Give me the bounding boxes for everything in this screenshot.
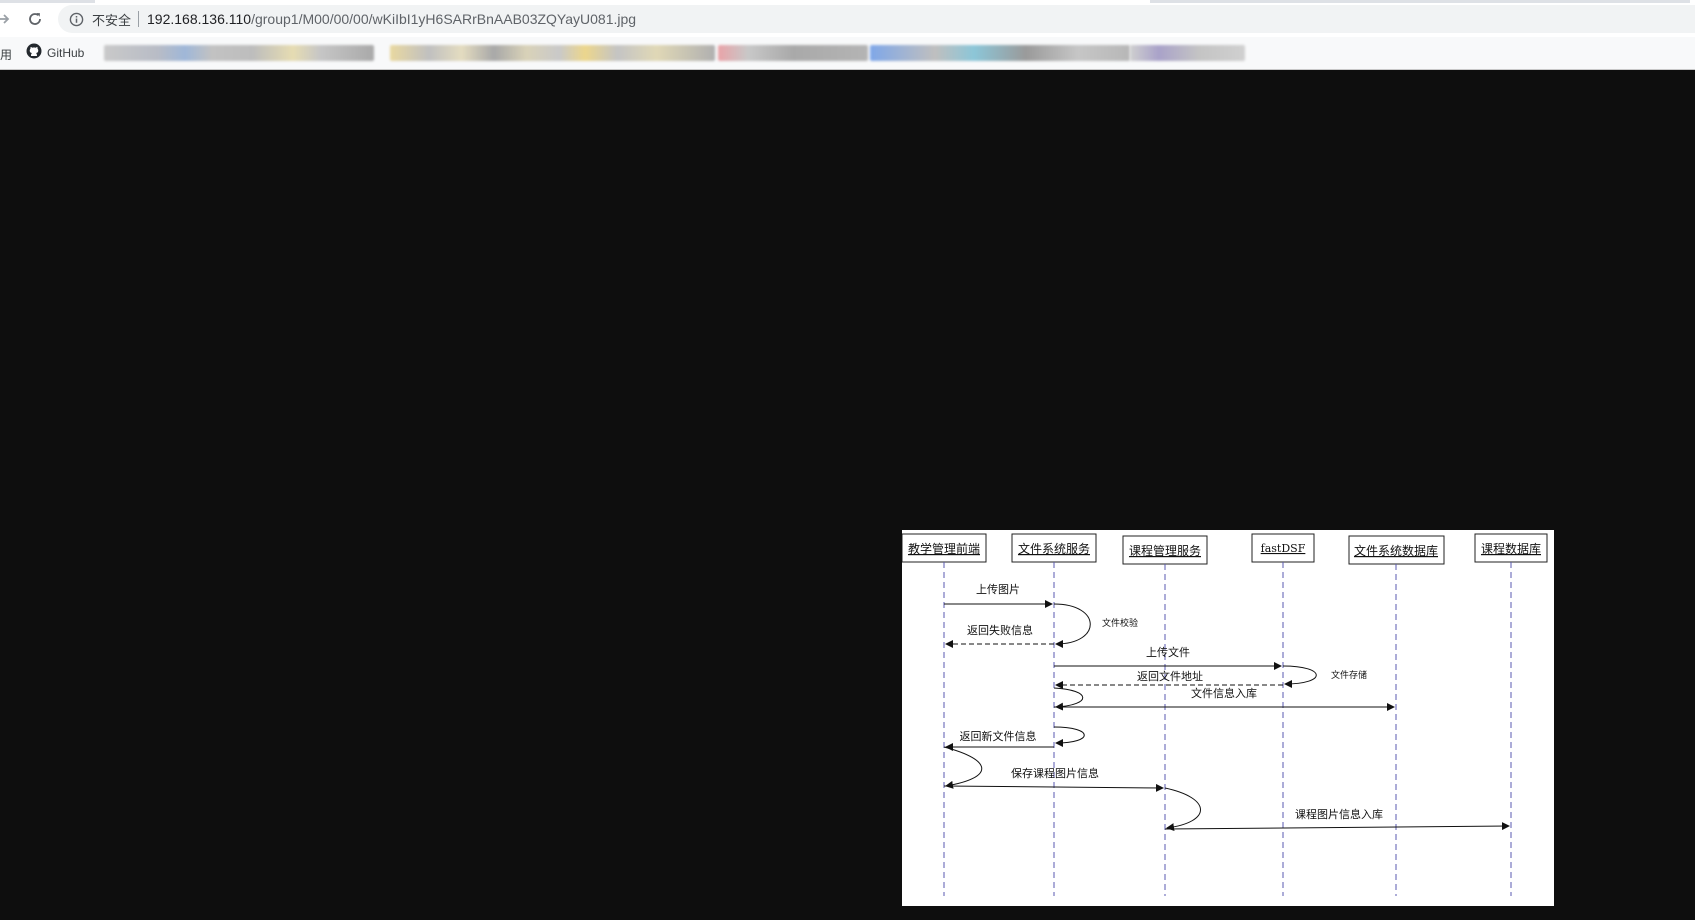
participant-label: 课程数据库 (1481, 541, 1541, 556)
participant-box: 课程管理服务 (1122, 535, 1208, 565)
url-host: 192.168.136.110 (147, 11, 252, 27)
self-loop-arrow (1053, 687, 1084, 711)
message-label: 返回新文件信息 (960, 729, 1037, 743)
message-label: 上传图片 (976, 583, 1020, 596)
self-loop-arrow (1164, 787, 1201, 832)
message-arrow (943, 783, 1164, 792)
message-label: 保存课程图片信息 (1011, 766, 1099, 780)
lifelines (943, 562, 1512, 896)
participant-box: 教学管理前端 (902, 533, 987, 563)
bookmark-apps[interactable]: 用 (0, 48, 13, 62)
bookmarks-bar: 用 GitHub (0, 37, 1695, 70)
participant-box: 文件系统数据库 (1348, 535, 1445, 565)
self-loop-arrow (1053, 726, 1085, 747)
participant-box: fastDSF (1251, 533, 1315, 563)
address-bar[interactable]: 不安全 192.168.136.110/group1/M00/00/00/wKi… (58, 5, 1695, 33)
participant-label: 文件系统数据库 (1354, 543, 1438, 558)
bookmark-item-blurred[interactable] (718, 45, 868, 61)
message-label: 文件校验 (1102, 617, 1138, 629)
github-icon (26, 43, 42, 63)
self-loop-arrow (943, 746, 983, 789)
bookmark-item-blurred[interactable] (104, 45, 374, 61)
participant-label: fastDSF (1261, 542, 1306, 555)
browser-toolbar: 不安全 192.168.136.110/group1/M00/00/00/wKi… (0, 0, 1695, 37)
displayed-image[interactable]: 教学管理前端 文件系统服务 课程管理服务 fastDSF 文件系统数据库 课程数… (902, 530, 1554, 906)
participant-box: 课程数据库 (1474, 533, 1548, 563)
url-path: /group1/M00/00/00/wKiIbI1yH6SARrBnAAB03Z… (251, 11, 637, 27)
self-loop-arrow (1053, 603, 1091, 648)
participant-label: 教学管理前端 (908, 541, 980, 556)
info-circle-icon[interactable] (68, 11, 84, 27)
tab-strip-edge (0, 0, 95, 3)
browser-chrome: 不安全 192.168.136.110/group1/M00/00/00/wKi… (0, 0, 1695, 70)
participant-label: 文件系统服务 (1018, 541, 1090, 556)
sequence-diagram: 教学管理前端 文件系统服务 课程管理服务 fastDSF 文件系统数据库 课程数… (902, 533, 1548, 896)
message-label: 返回文件地址 (1137, 669, 1203, 683)
address-divider (138, 11, 140, 27)
participant-label: 课程管理服务 (1129, 543, 1201, 558)
reload-icon[interactable] (23, 7, 47, 31)
message-arrow (1164, 822, 1510, 831)
bookmark-github-label: GitHub (47, 46, 85, 60)
message-label: 文件信息入库 (1191, 686, 1257, 700)
bookmark-item-blurred[interactable] (390, 45, 715, 61)
message-label: 课程图片信息入库 (1295, 807, 1383, 821)
message-label: 上传文件 (1146, 645, 1190, 659)
url-text[interactable]: 192.168.136.110/group1/M00/00/00/wKiIbI1… (147, 11, 636, 27)
message-label: 返回失败信息 (967, 623, 1033, 637)
bookmark-github[interactable]: GitHub (26, 43, 84, 63)
not-secure-label[interactable]: 不安全 (92, 13, 132, 29)
self-loop-arrow (1282, 665, 1317, 688)
participant-box: 文件系统服务 (1011, 533, 1097, 563)
tab-strip-edge (1150, 0, 1690, 3)
bookmark-item-blurred[interactable] (1130, 45, 1245, 61)
bookmark-item-blurred[interactable] (870, 45, 1130, 61)
arrow-right-icon[interactable] (0, 7, 16, 31)
message-label: 文件存储 (1331, 669, 1367, 681)
